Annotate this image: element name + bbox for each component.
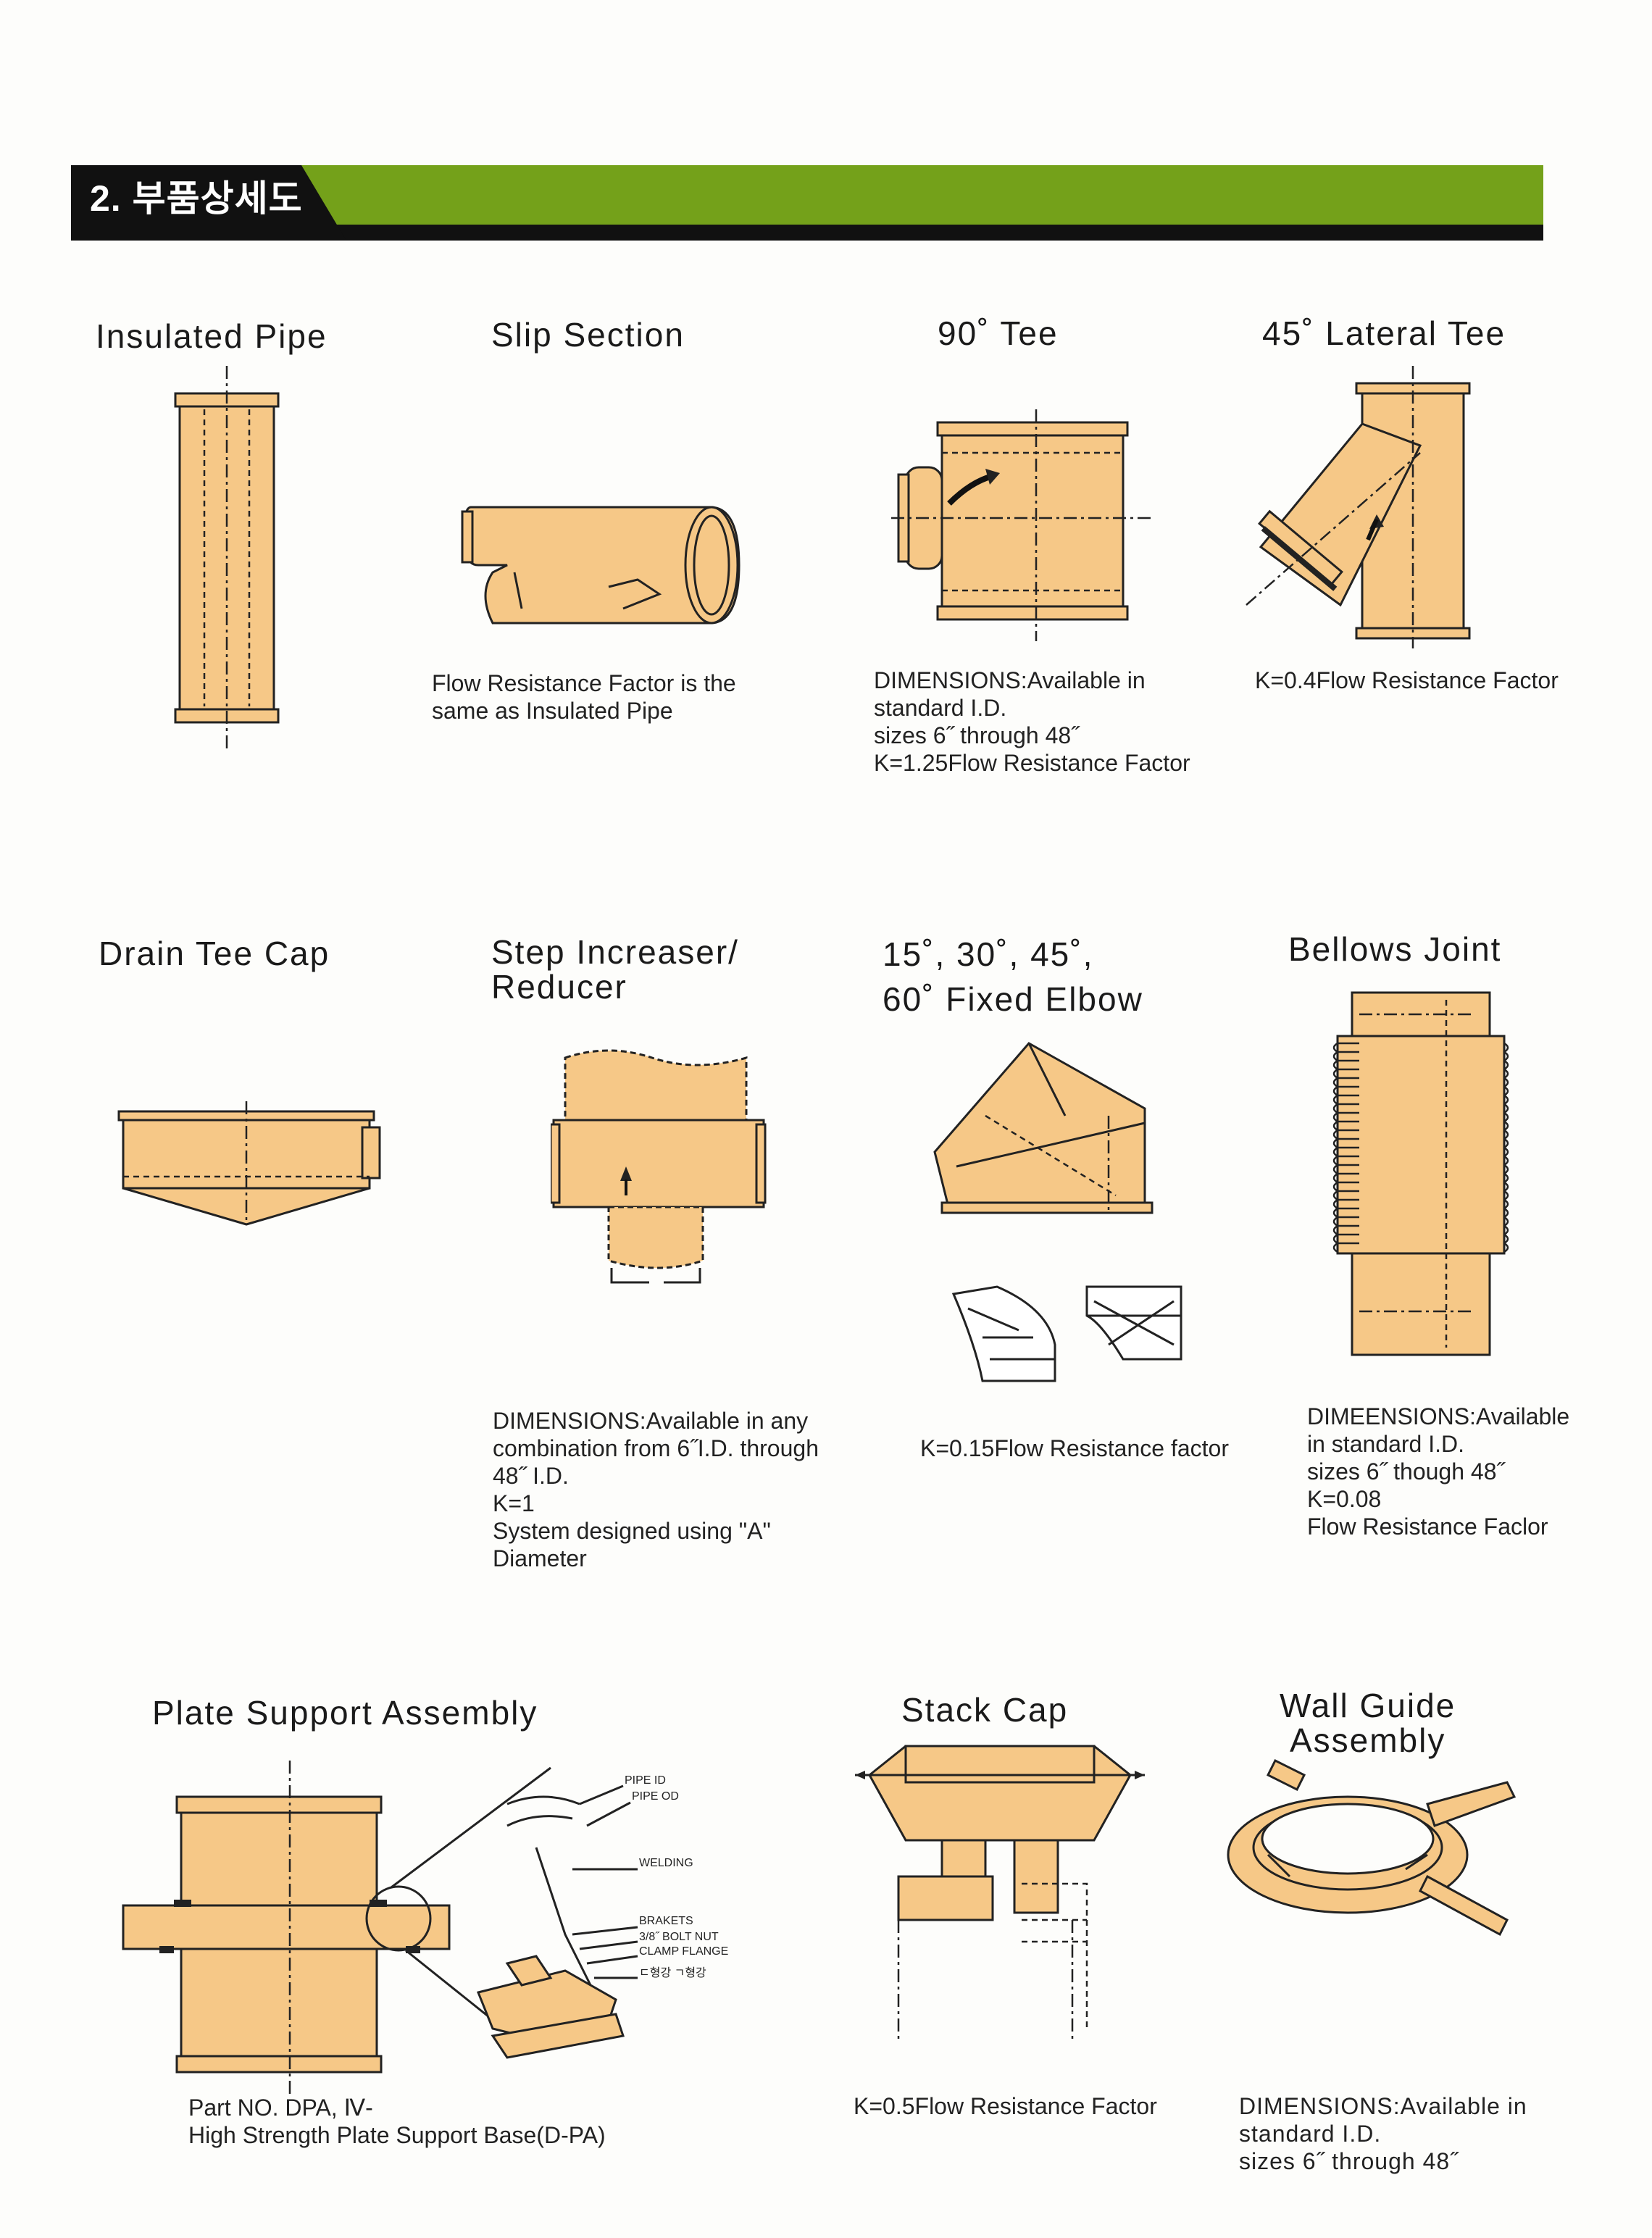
lateral-tee-45-drawing <box>1246 366 1471 648</box>
desc-slip-section: Flow Resistance Factor is the same as In… <box>432 670 736 724</box>
title-stack-cap: Stack Cap <box>901 1691 1069 1729</box>
title-45-lateral-tee: 45˚ Lateral Tee <box>1262 314 1506 352</box>
callout-bolt-nut: 3/8˝ BOLT NUT <box>639 1931 719 1943</box>
callout-pipe-id: PIPE ID <box>625 1774 666 1787</box>
callout-welding: WELDING <box>639 1857 693 1869</box>
desc-plate-support-assembly: Part NO. DPA, Ⅳ- High Strength Plate Sup… <box>188 2095 606 2148</box>
title-fixed-elbow: 15˚, 30˚, 45˚, 60˚ Fixed Elbow <box>883 935 1143 1018</box>
title-drain-tee-cap: Drain Tee Cap <box>99 935 330 972</box>
callout-pipe-od: PIPE OD <box>632 1790 679 1803</box>
callout-channels: ㄷ형강 ㄱ형강 <box>639 1966 706 1979</box>
fixed-elbow-drawing <box>933 1042 1154 1214</box>
step-increaser-drawing <box>551 1049 767 1284</box>
bellows-joint-drawing <box>1332 991 1509 1356</box>
section-title: 2. 부품상세도 <box>90 178 303 219</box>
callout-clamp-flange: CLAMP FLANGE <box>639 1945 728 1958</box>
desc-45-lateral-tee: K=0.4Flow Resistance Factor <box>1255 667 1559 693</box>
title-90-tee: 90˚ Tee <box>938 314 1059 352</box>
desc-90-tee: DIMENSIONS:Available in standard I.D. si… <box>874 667 1190 776</box>
title-wall-guide-assembly: Wall Guide Assembly <box>1280 1687 1456 1759</box>
insulated-pipe-drawing <box>174 366 280 750</box>
tee-90-drawing <box>891 409 1152 641</box>
title-plate-support-assembly: Plate Support Assembly <box>152 1694 538 1732</box>
section-banner: 2. 부품상세도 <box>71 165 1543 241</box>
small-elbow-a-drawing <box>951 1285 1056 1382</box>
title-slip-section: Slip Section <box>491 316 685 354</box>
plate-support-drawing: PIPE ID PIPE OD WELDING BRAKETS 3/8˝ BOL… <box>122 1761 728 2094</box>
banner-shape <box>71 165 1543 241</box>
wall-guide-drawing <box>1227 1758 1517 1937</box>
stack-cap-drawing <box>855 1745 1145 2043</box>
small-elbow-b-drawing <box>1085 1285 1182 1361</box>
title-bellows-joint: Bellows Joint <box>1288 930 1502 968</box>
title-insulated-pipe: Insulated Pipe <box>96 317 328 355</box>
desc-stack-cap: K=0.5Flow Resistance Factor <box>854 2093 1157 2119</box>
desc-bellows-joint: DIMEENSIONS:Available in standard I.D. s… <box>1307 1403 1570 1540</box>
callout-brakets: BRAKETS <box>639 1915 693 1927</box>
drain-tee-cap-drawing <box>117 1101 381 1226</box>
title-step-increaser: Step Increaser/ Reducer <box>491 933 739 1006</box>
desc-wall-guide-assembly: DIMENSIONS:Available in standard I.D. si… <box>1239 2093 1527 2174</box>
slip-section-drawing <box>461 506 741 625</box>
desc-step-increaser: DIMENSIONS:Available in any combination … <box>493 1408 819 1571</box>
desc-fixed-elbow: K=0.15Flow Resistance factor <box>920 1435 1229 1461</box>
